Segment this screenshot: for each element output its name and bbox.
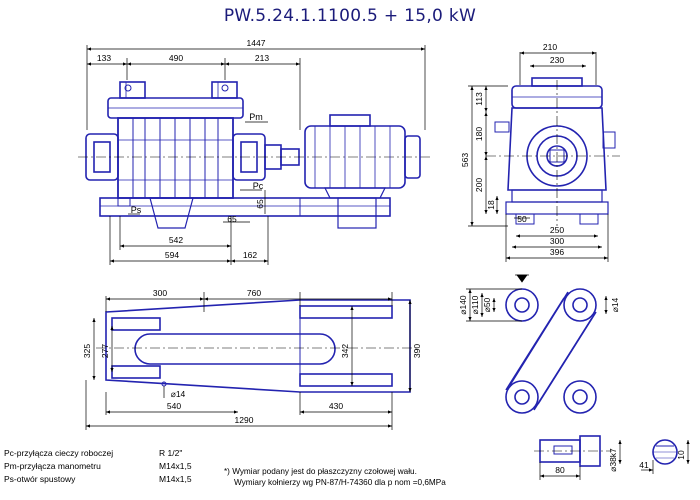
dim-flange-140: ⌀140 — [458, 295, 468, 315]
flange-top-right — [563, 288, 597, 322]
front-view-labels: 1447 133 490 213 542 594 162 65 65 Pm Pc… — [97, 38, 269, 260]
dim-flange-110: ⌀110 — [470, 295, 480, 314]
dim-540: 540 — [167, 401, 181, 411]
shaft-labels: 80 ⌀38k7 41 10 — [555, 448, 686, 475]
dim-shaft-38k7: ⌀38k7 — [608, 448, 618, 472]
motor-fan-cover — [404, 135, 421, 179]
dim-180: 180 — [474, 127, 484, 141]
flange-bottom-right — [563, 380, 597, 414]
legend-row-pm: Pm-przyłącza manometru M14x1,5 — [4, 460, 219, 473]
legend-value-pc: R 1/2" — [159, 448, 183, 458]
plan-view — [96, 299, 420, 393]
dim-50: 50 — [517, 214, 527, 224]
dim-390: 390 — [412, 344, 422, 358]
dim-210: 210 — [543, 42, 557, 52]
dim-490: 490 — [169, 53, 183, 63]
dim-300: 300 — [153, 288, 167, 298]
label-pm: Pm — [249, 112, 263, 122]
base-frame — [99, 197, 391, 217]
plan-view-labels: 300 760 325 277 342 390 ⌀14 540 430 1290 — [82, 288, 422, 425]
drawing-title: PW.5.24.1.1100.5 + 15,0 kW — [223, 6, 477, 26]
dim-200: 200 — [474, 178, 484, 192]
dim-shaft-10: 10 — [676, 450, 686, 460]
dim-113: 113 — [474, 92, 484, 106]
note-flange: Wymiary kołnierzy wg PN-87/H-74360 dla p… — [234, 478, 446, 487]
dim-133: 133 — [97, 53, 111, 63]
side-pump-casing — [507, 107, 607, 191]
dim-563: 563 — [460, 153, 470, 167]
label-pc: Pc — [253, 181, 264, 191]
dim-flange-50: ⌀50 — [482, 297, 492, 312]
dim-1290: 1290 — [235, 415, 254, 425]
legend-label-pm: Pm-przyłącza manometru — [4, 461, 101, 471]
dim-65-base: 65 — [227, 214, 237, 224]
flange-top-left — [505, 288, 539, 322]
legend-value-ps: M14x1,5 — [159, 474, 192, 484]
note-shaft: *) Wymiar podany jest do płaszczyzny czo… — [224, 467, 417, 476]
drawing-notes: *) Wymiar podany jest do płaszczyzny czo… — [224, 466, 446, 488]
dim-shaft-80: 80 — [555, 465, 565, 475]
legend-row-pc: Pc-przyłącza cieczy roboczej R 1/2" — [4, 447, 219, 460]
dim-65-side: 65 — [255, 199, 265, 209]
flange-labels: ⌀140 ⌀110 ⌀50 ⌀14 — [458, 295, 620, 315]
dim-396: 396 — [550, 247, 564, 257]
dim-18: 18 — [486, 200, 496, 210]
dim-shaft-41: 41 — [639, 460, 649, 470]
dim-542: 542 — [169, 235, 183, 245]
dim-342: 342 — [340, 344, 350, 358]
front-view — [78, 81, 430, 229]
legend-row-ps: Ps-otwór spustowy M14x1,5 — [4, 473, 219, 486]
dim-760: 760 — [247, 288, 261, 298]
dim-flange-14: ⌀14 — [610, 297, 620, 312]
legend-label-pc: Pc-przyłącza cieczy roboczej — [4, 448, 114, 458]
label-ps: Ps — [131, 205, 142, 215]
legend-label-ps: Ps-otwór spustowy — [4, 474, 76, 484]
plan-view-dimensions — [85, 292, 412, 430]
front-view-dimensions — [86, 45, 426, 265]
dim-250: 250 — [550, 225, 564, 235]
dim-325: 325 — [82, 344, 92, 358]
flange-detail — [505, 288, 597, 414]
connection-legend: Pc-przyłącza cieczy roboczej R 1/2" Pm-p… — [4, 447, 219, 486]
dim-213: 213 — [255, 53, 269, 63]
dim-594: 594 — [165, 250, 179, 260]
flange-dimensions — [466, 274, 608, 322]
dim-230: 230 — [550, 55, 564, 65]
side-view-dimensions — [468, 51, 609, 262]
dim-277: 277 — [100, 344, 110, 358]
shaft-detail — [534, 435, 678, 467]
flange-bottom-left — [505, 380, 539, 414]
side-view-labels: 210 230 563 113 180 200 18 50 250 300 39… — [460, 42, 564, 257]
dim-overall-1447: 1447 — [247, 38, 266, 48]
dim-430: 430 — [329, 401, 343, 411]
side-view — [486, 77, 620, 226]
motor-terminal-box — [329, 114, 371, 127]
dim-300: 300 — [550, 236, 564, 246]
dim-162: 162 — [243, 250, 257, 260]
legend-value-pm: M14x1,5 — [159, 461, 192, 471]
shaft-dimensions — [539, 440, 690, 480]
dim-hole-14: ⌀14 — [171, 389, 186, 399]
